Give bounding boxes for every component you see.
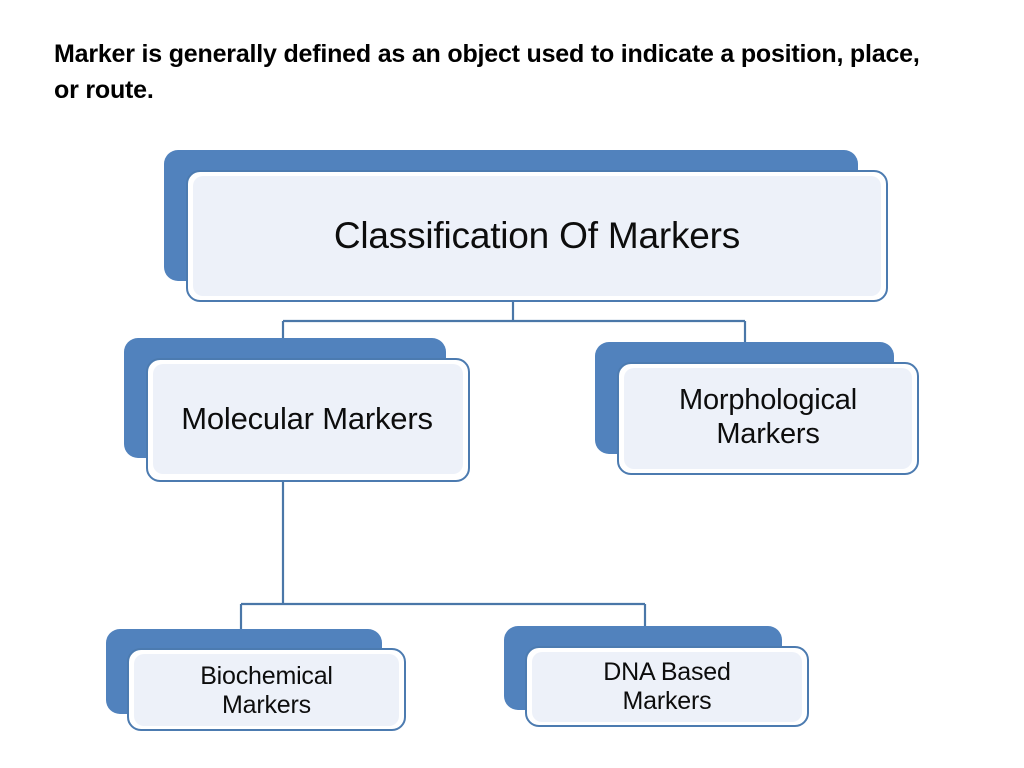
node-biochemical-markers[interactable]: Biochemical Markers bbox=[106, 629, 406, 731]
node-label-morphological-markers: Morphological Markers bbox=[679, 384, 857, 450]
node-classification-of-markers[interactable]: Classification Of Markers bbox=[164, 150, 888, 302]
node-dna-based-markers[interactable]: DNA Based Markers bbox=[504, 626, 809, 727]
node-morphological-markers[interactable]: Morphological Markers bbox=[595, 342, 919, 475]
node-label-dna-based-markers: DNA Based Markers bbox=[603, 658, 731, 715]
intro-paragraph: Marker is generally defined as an object… bbox=[54, 40, 927, 104]
node-label-biochemical-markers: Biochemical Markers bbox=[200, 662, 333, 719]
node-inner-shape bbox=[532, 652, 802, 722]
node-label-molecular-markers: Molecular Markers bbox=[181, 401, 433, 437]
node-inner-shape bbox=[624, 368, 912, 469]
node-label-classification-of-markers: Classification Of Markers bbox=[333, 214, 741, 256]
node-molecular-markers[interactable]: Molecular Markers bbox=[124, 338, 470, 482]
node-inner-shape bbox=[134, 654, 399, 726]
node-inner-shape bbox=[153, 364, 463, 474]
node-inner-shape bbox=[193, 176, 881, 296]
